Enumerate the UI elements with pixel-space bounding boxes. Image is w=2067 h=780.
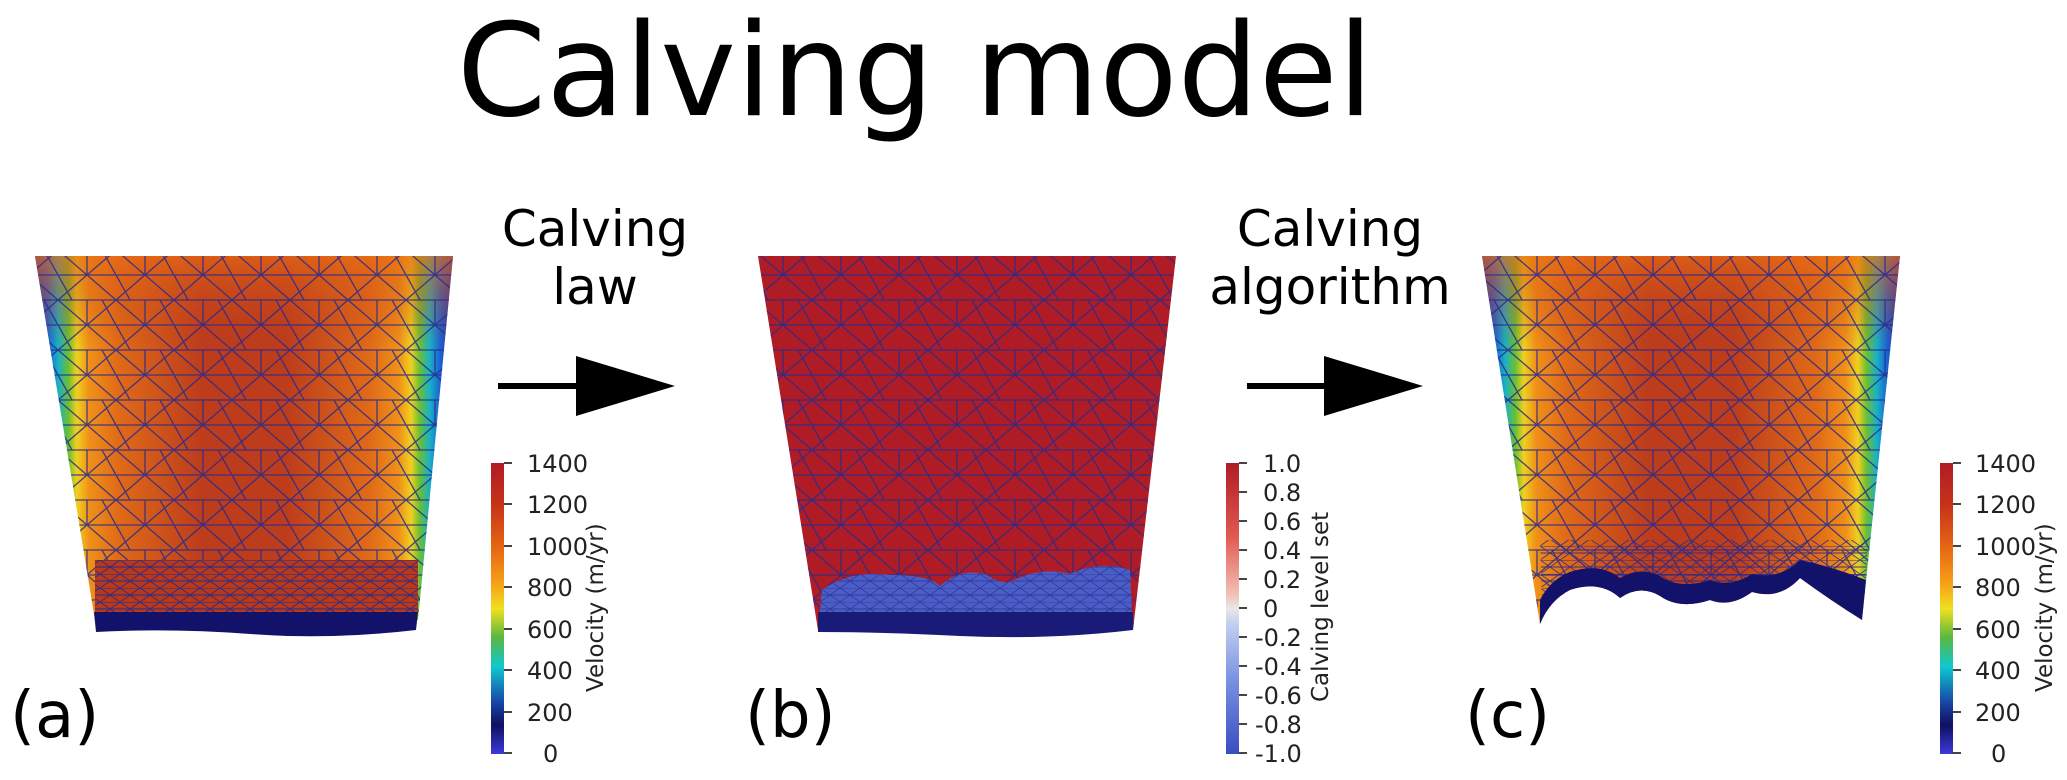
colorbar-levelset-b: 1.0 0.8 0.6 0.4 0.2 0 -0.2 -0.4 -0.6 -0.…: [1226, 450, 1334, 768]
panel-b-levelset-mesh: [758, 256, 1176, 638]
arrow-right-icon: [1247, 356, 1423, 416]
colorbar-tick-label: -0.8: [1255, 711, 1302, 739]
colorbar-tick-label: 1000: [527, 533, 588, 561]
panel-label-a: (a): [10, 679, 100, 753]
colorbar-tick-label: 0.2: [1263, 566, 1301, 594]
step-label-line-1: Calving: [1236, 200, 1424, 258]
step-label-line-1: Calving: [501, 200, 689, 258]
colorbar-tick-label: 1200: [527, 491, 588, 519]
colorbar-tick-label: 0.8: [1263, 479, 1301, 507]
colorbar-tick-label: 0: [543, 740, 558, 768]
colorbar-title: Velocity (m/yr): [2032, 523, 2058, 692]
colorbar-tick-label: 0.4: [1263, 537, 1301, 565]
colorbar-tick-label: 400: [527, 657, 573, 685]
colorbar-tick-label: -1.0: [1255, 740, 1302, 768]
colorbar-tick-label: 200: [1975, 699, 2021, 727]
colorbar-tick-label: 1400: [1975, 450, 2036, 478]
colorbar-tick-label: 200: [527, 699, 573, 727]
colorbar-tick-label: 1000: [1975, 533, 2036, 561]
colorbar-tick-label: 800: [1975, 574, 2021, 602]
panel-a-velocity-mesh: [35, 256, 453, 637]
colorbar-tick-label: 600: [527, 616, 573, 644]
colorbar-tick-label: 0.6: [1263, 508, 1301, 536]
arrow-right-icon: [498, 356, 675, 416]
colorbar-tick-label: 800: [527, 574, 573, 602]
colorbar-tick-label: 0: [1263, 595, 1278, 623]
panel-label-c: (c): [1465, 679, 1551, 753]
panel-label-b: (b): [745, 679, 836, 753]
colorbar-title: Velocity (m/yr): [583, 523, 609, 692]
step-label-calving-law: Calving law: [470, 200, 720, 316]
colorbar-tick-label: -0.6: [1255, 682, 1302, 710]
colorbar-tick-label: 400: [1975, 657, 2021, 685]
colorbar-velocity-c: 1400 1200 1000 800 600 400 200 0 Velocit…: [1940, 450, 2058, 768]
colorbar-tick-label: 1.0: [1263, 450, 1301, 478]
colorbar-tick-label: 600: [1975, 616, 2021, 644]
colorbar-tick-label: 0: [1991, 740, 2006, 768]
colorbar-tick-label: 1400: [527, 450, 588, 478]
colorbar-tick-label: 1200: [1975, 491, 2036, 519]
diagram-title: Calving model: [456, 0, 1374, 146]
step-label-line-2: algorithm: [1209, 258, 1451, 316]
step-label-calving-algorithm: Calving algorithm: [1195, 200, 1465, 316]
panel-c-velocity-mesh: [1482, 256, 1900, 624]
colorbar-tick-label: -0.2: [1255, 624, 1302, 652]
colorbar-velocity-a: 1400 1200 1000 800 600 400 200 0 Velocit…: [491, 450, 609, 768]
colorbar-tick-label: -0.4: [1255, 653, 1302, 681]
step-label-line-2: law: [552, 258, 638, 316]
colorbar-title: Calving level set: [1308, 512, 1334, 702]
